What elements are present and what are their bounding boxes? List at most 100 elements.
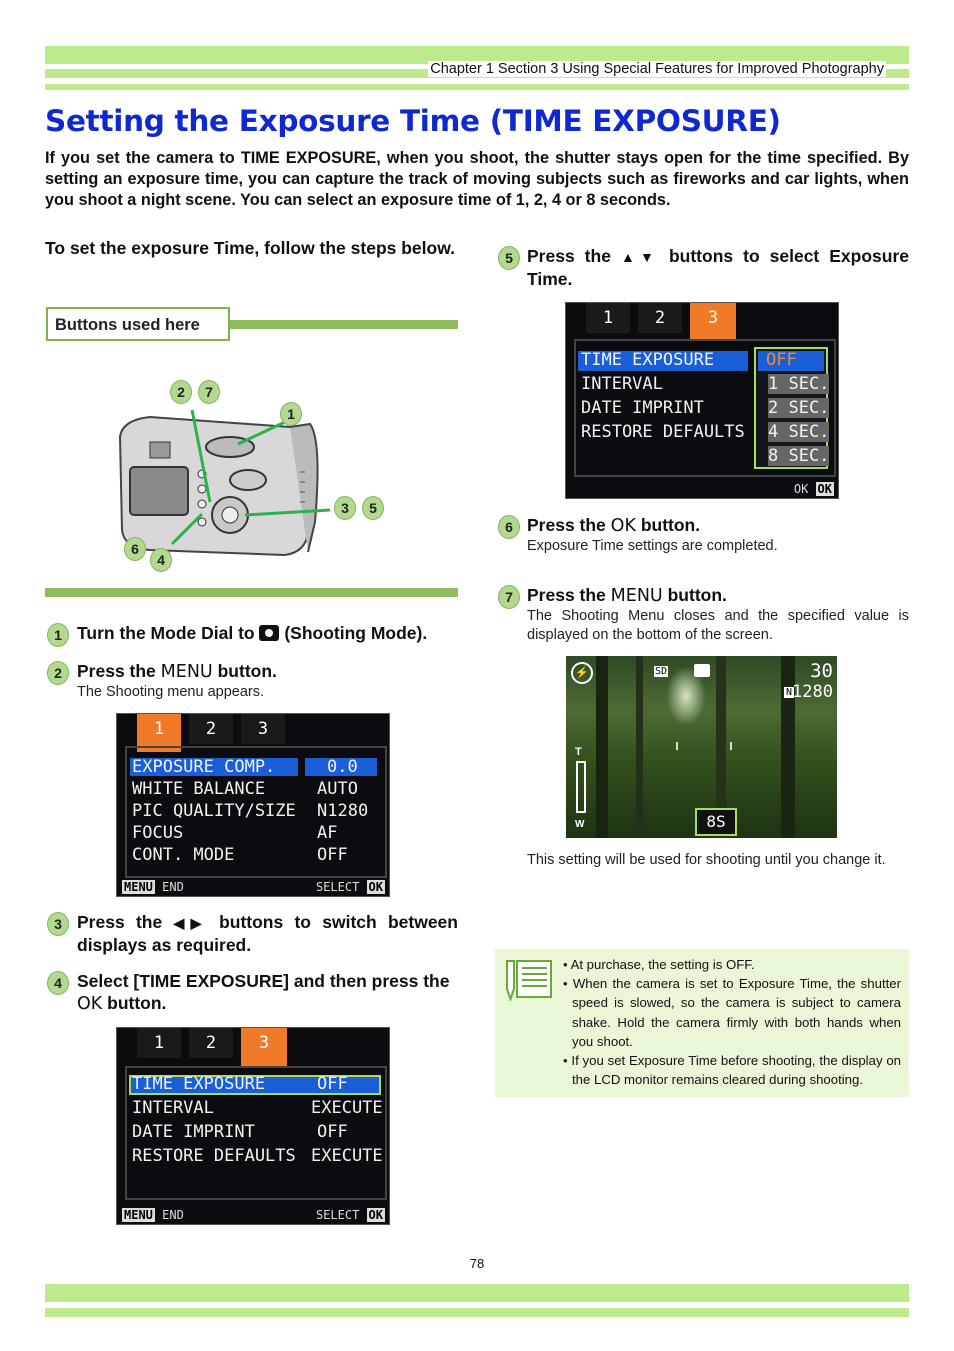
menu-row-label: FOCUS: [132, 823, 184, 843]
lcd-tab-1: 1: [586, 303, 630, 333]
lcd-tab-2: 2: [189, 714, 233, 744]
step-6-number: 6: [498, 515, 520, 539]
exposure-option-off[interactable]: OFF: [766, 350, 797, 370]
callout-1: 1: [280, 402, 302, 426]
callout-7: 7: [198, 380, 220, 404]
menu-row-value: EXECUTE: [311, 1098, 383, 1118]
note-box: • At purchase, the setting is OFF. • Whe…: [495, 949, 909, 1097]
menu-row-label: CONT. MODE: [132, 845, 235, 865]
exposure-option-4-sec[interactable]: 4 SEC.: [768, 422, 830, 442]
buttons-used-box: Buttons used here: [46, 307, 230, 341]
menu-row-value: 0.0: [327, 757, 358, 777]
step-1-title: Turn the Mode Dial to (Shooting Mode).: [77, 623, 428, 643]
section-rule: [45, 588, 458, 597]
menu-row-value: N1280: [317, 801, 369, 821]
menu-row-label: INTERVAL: [132, 1098, 214, 1118]
focus-frame: [676, 742, 732, 750]
lcd-tab-3: 3: [241, 1028, 287, 1066]
step-6-title: Press the OK button.: [527, 515, 701, 536]
lcd-tab-3: 3: [690, 303, 736, 341]
lcd-screen-shooting-menu: 1 2 3 EXPOSURE COMP. 0.0 WHITE BALANCE A…: [116, 713, 390, 897]
menu-key-label: MENU: [610, 586, 663, 606]
menu-row-label: DATE IMPRINT: [132, 1122, 255, 1142]
buttons-used-rule: [230, 320, 458, 329]
callout-4: 4: [150, 548, 172, 572]
menu-row-label: DATE IMPRINT: [581, 398, 704, 418]
lcd-tab-3: 3: [241, 714, 285, 744]
menu-row-value: AF: [317, 823, 338, 843]
exposure-option-1-sec[interactable]: 1 SEC.: [768, 374, 830, 394]
header-bar-top: [45, 46, 909, 64]
lcd-tab-2: 2: [638, 303, 682, 333]
footer-bar-bottom: [45, 1308, 909, 1317]
ok-key-label: OK: [610, 516, 636, 536]
lcd-tab-1: 1: [137, 1028, 181, 1058]
menu-row-value: OFF: [317, 845, 348, 865]
step-2-number: 2: [47, 661, 69, 685]
exposure-time-indicator: 8S: [695, 808, 737, 836]
camera-mode-icon: [259, 625, 280, 641]
header-bar-bottom: [45, 84, 909, 90]
menu-key-label: MENU: [160, 662, 213, 682]
after-note-text: This setting will be used for shooting u…: [527, 852, 886, 868]
lcd-screen-exposure-options: 1 2 3 TIME EXPOSURE INTERVAL DATE IMPRIN…: [565, 302, 839, 499]
note-item: • If you set Exposure Time before shooti…: [563, 1053, 902, 1088]
left-right-arrows-icon: ◀▶: [173, 915, 208, 931]
quality-icon: N: [784, 687, 795, 698]
zoom-bar: [576, 761, 586, 813]
flash-off-icon: ⚡: [571, 662, 593, 684]
lcd-tab-2: 2: [189, 1028, 233, 1058]
lcd-tab-1: 1: [137, 714, 181, 752]
menu-row-label: TIME EXPOSURE: [581, 350, 715, 370]
sd-card-icon: SD: [654, 666, 669, 677]
step-3-number: 3: [47, 912, 69, 936]
page-number: 78: [469, 1256, 485, 1271]
menu-row-label: RESTORE DEFAULTS: [132, 1146, 296, 1166]
menu-row-label: RESTORE DEFAULTS: [581, 422, 745, 442]
step-2-body: The Shooting menu appears.: [77, 684, 265, 700]
step-3-title: Press the ◀▶ buttons to switch between d…: [77, 912, 458, 955]
menu-row-value: OFF: [317, 1074, 348, 1094]
step-4-number: 4: [47, 971, 69, 995]
step-4-title: Select [TIME EXPOSURE] and then press th…: [77, 971, 450, 1014]
lcd-screen-setup-menu: 1 2 3 TIME EXPOSURE OFF INTERVAL EXECUTE…: [116, 1027, 390, 1225]
note-item: • When the camera is set to Exposure Tim…: [563, 976, 901, 1049]
step-1-number: 1: [47, 623, 69, 647]
step-6-body: Exposure Time settings are completed.: [527, 538, 778, 554]
callout-2: 2: [170, 380, 192, 404]
menu-row-value: OFF: [317, 1122, 348, 1142]
footer-bar-top: [45, 1284, 909, 1302]
up-down-arrows-icon: ▲▼: [620, 249, 659, 265]
step-7-title: Press the MENU button.: [527, 585, 727, 606]
intro-paragraph: If you set the camera to TIME EXPOSURE, …: [45, 149, 909, 209]
step-2-title: Press the MENU button.: [77, 661, 277, 682]
camera-illustration: [118, 409, 331, 557]
note-item: • At purchase, the setting is OFF.: [563, 957, 755, 972]
note-list: • At purchase, the setting is OFF. • Whe…: [563, 955, 901, 1089]
callout-5: 5: [362, 496, 384, 520]
menu-row-value: AUTO: [317, 779, 358, 799]
exposure-option-8-sec[interactable]: 8 SEC.: [768, 446, 830, 466]
shots-remaining: 30: [810, 660, 833, 682]
note-icon: [506, 960, 552, 1001]
ok-key-label: OK: [77, 994, 103, 1014]
step-5-title: Press the ▲▼ buttons to select Exposure …: [527, 246, 910, 289]
menu-row-label: EXPOSURE COMP.: [132, 757, 276, 777]
callout-3: 3: [334, 496, 356, 520]
menu-row-label: INTERVAL: [581, 374, 663, 394]
camera-mode-icon: [694, 664, 710, 677]
step-7-number: 7: [498, 585, 520, 609]
page-title: Setting the Exposure Time (TIME EXPOSURE…: [45, 104, 781, 138]
step-7-body: The Shooting Menu closes and the specifi…: [527, 608, 909, 643]
menu-row-label: PIC QUALITY/SIZE: [132, 801, 296, 821]
callout-6: 6: [124, 537, 146, 561]
step-5-number: 5: [498, 246, 520, 270]
image-size: 1280: [792, 682, 833, 702]
buttons-used-label: Buttons used here: [55, 316, 200, 334]
lead-text: To set the exposure Time, follow the ste…: [45, 238, 456, 258]
chapter-header: Chapter 1 Section 3 Using Special Featur…: [428, 61, 886, 77]
menu-row-label: WHITE BALANCE: [132, 779, 266, 799]
exposure-option-2-sec[interactable]: 2 SEC.: [768, 398, 830, 418]
menu-row-value: EXECUTE: [311, 1146, 383, 1166]
menu-row-label: TIME EXPOSURE: [132, 1074, 266, 1094]
